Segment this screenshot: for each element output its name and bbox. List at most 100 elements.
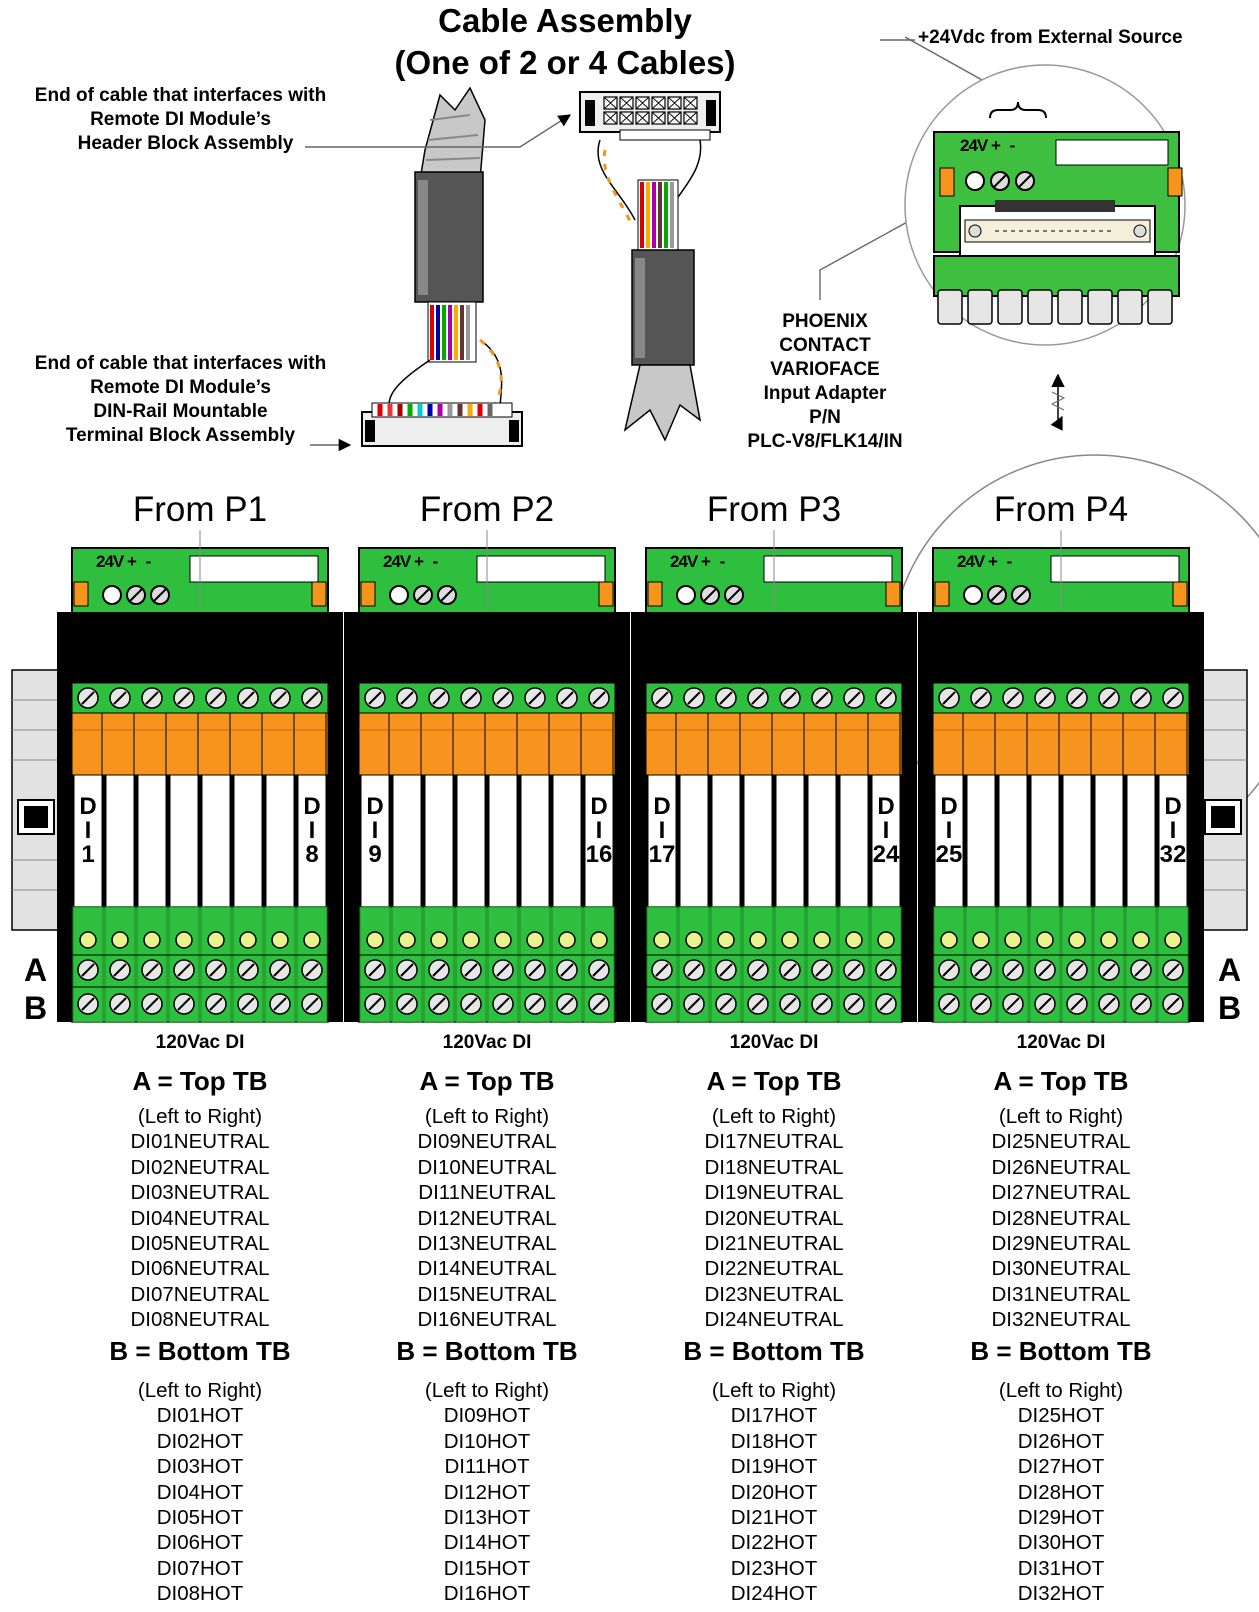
relay-slot (73, 774, 103, 908)
screw-slot (942, 691, 956, 705)
screw-slot (496, 691, 510, 705)
relay-slot (233, 774, 263, 908)
list-item: DI28HOT (1017, 1480, 1105, 1504)
screw-slot (113, 997, 127, 1011)
di-last-number: 24 (872, 841, 900, 868)
screw-slot (1006, 691, 1020, 705)
screw-slot (974, 997, 988, 1011)
list-item: DI01NEUTRAL (130, 1130, 270, 1154)
screw-slot (783, 997, 797, 1011)
side-label-b-left: B (24, 990, 48, 1026)
list-item: DI01HOT (156, 1404, 244, 1428)
list-item: DI19HOT (730, 1455, 818, 1479)
screw-slot (1070, 691, 1084, 705)
list-item: DI13HOT (443, 1505, 531, 1529)
relay-band (645, 712, 903, 776)
terminal-modules (57, 530, 1204, 1023)
side-label-a-left: A (24, 952, 48, 988)
callout-adapter: PHOENIX CONTACT VARIOFACE Input Adapter … (725, 310, 925, 454)
screw-slot (400, 691, 414, 705)
cable-assembly-illustration (361, 86, 523, 447)
diagram-title: Cable Assembly (438, 2, 692, 39)
adapter-power-label: 24V + - (383, 552, 438, 572)
list-item: DI18HOT (730, 1429, 818, 1453)
list-order-note: (Left to Right) (137, 1379, 263, 1402)
relay-slot (201, 774, 231, 908)
adapter-label-window (763, 555, 893, 583)
screw-slot (145, 963, 159, 977)
status-led (111, 931, 129, 949)
status-led (271, 931, 289, 949)
status-led (845, 931, 863, 949)
di-last-number: 16 (585, 841, 613, 868)
list-item: DI26HOT (1017, 1429, 1105, 1453)
relay-slot (297, 774, 327, 908)
list-item: DI24HOT (730, 1582, 818, 1606)
screw-slot (209, 997, 223, 1011)
screw-slot (783, 963, 797, 977)
screw-slot (81, 963, 95, 977)
screw-slot (432, 997, 446, 1011)
screw-slot (974, 691, 988, 705)
relay-band (932, 712, 1190, 776)
list-item: DI20HOT (730, 1480, 818, 1504)
screw-slot (400, 963, 414, 977)
screw-slot (1038, 997, 1052, 1011)
screw-slot (719, 963, 733, 977)
callout-din-end: End of cable that interfaces with Remote… (8, 352, 353, 448)
callout-line: CONTACT (779, 335, 871, 356)
screw-slot (592, 963, 606, 977)
status-led (462, 931, 480, 949)
screw-slot (1134, 997, 1148, 1011)
relay-slot (966, 774, 996, 908)
screw-slot (783, 691, 797, 705)
screw-slot (879, 963, 893, 977)
label-24v: 24V (96, 552, 124, 571)
module-type-label: 120Vac DI (1016, 1032, 1106, 1053)
adapter-latch (885, 581, 901, 607)
label-plus: + (987, 552, 998, 571)
list-item: DI14HOT (443, 1531, 531, 1555)
adapter-latch (647, 581, 663, 607)
list-item: DI21NEUTRAL (704, 1231, 844, 1255)
label-plus: + (413, 552, 424, 571)
relay-slot (552, 774, 582, 908)
list-item: DI06HOT (156, 1531, 244, 1555)
adapter-label-window (476, 555, 606, 583)
list-item: DI12HOT (443, 1480, 531, 1504)
label-plus: + (126, 552, 137, 571)
callout-header-end: End of cable that interfaces with Remote… (8, 84, 353, 156)
list-item: DI11NEUTRAL (418, 1181, 556, 1205)
list-item: DI20NEUTRAL (704, 1206, 844, 1230)
b-header: B = Bottom TB (970, 1336, 1152, 1366)
screw-slot (751, 963, 765, 977)
screw-slot (177, 963, 191, 977)
relay-slot (137, 774, 167, 908)
a-header: A = Top TB (419, 1066, 555, 1096)
list-order-note: (Left to Right) (998, 1105, 1124, 1128)
list-item: DI14NEUTRAL (417, 1257, 557, 1281)
relay-slot (1062, 774, 1092, 908)
relay-slot (520, 774, 550, 908)
status-led (813, 931, 831, 949)
list-item: DI17NEUTRAL (704, 1130, 844, 1154)
list-order-note: (Left to Right) (137, 1105, 263, 1128)
status-led (526, 931, 544, 949)
relay-band (358, 712, 616, 776)
list-item: DI28NEUTRAL (991, 1206, 1131, 1230)
status-led (940, 931, 958, 949)
di-first-number: 9 (368, 841, 382, 868)
relay-slot (265, 774, 295, 908)
adapter-power-label: 24V + - (96, 552, 151, 572)
screw-slot (847, 963, 861, 977)
din-rail-end-brackets (11, 669, 1248, 931)
status-led (79, 931, 97, 949)
status-led (1004, 931, 1022, 949)
list-item: DI32NEUTRAL (991, 1308, 1131, 1332)
terminal-slot (129, 588, 167, 602)
relay-slot (105, 774, 135, 908)
